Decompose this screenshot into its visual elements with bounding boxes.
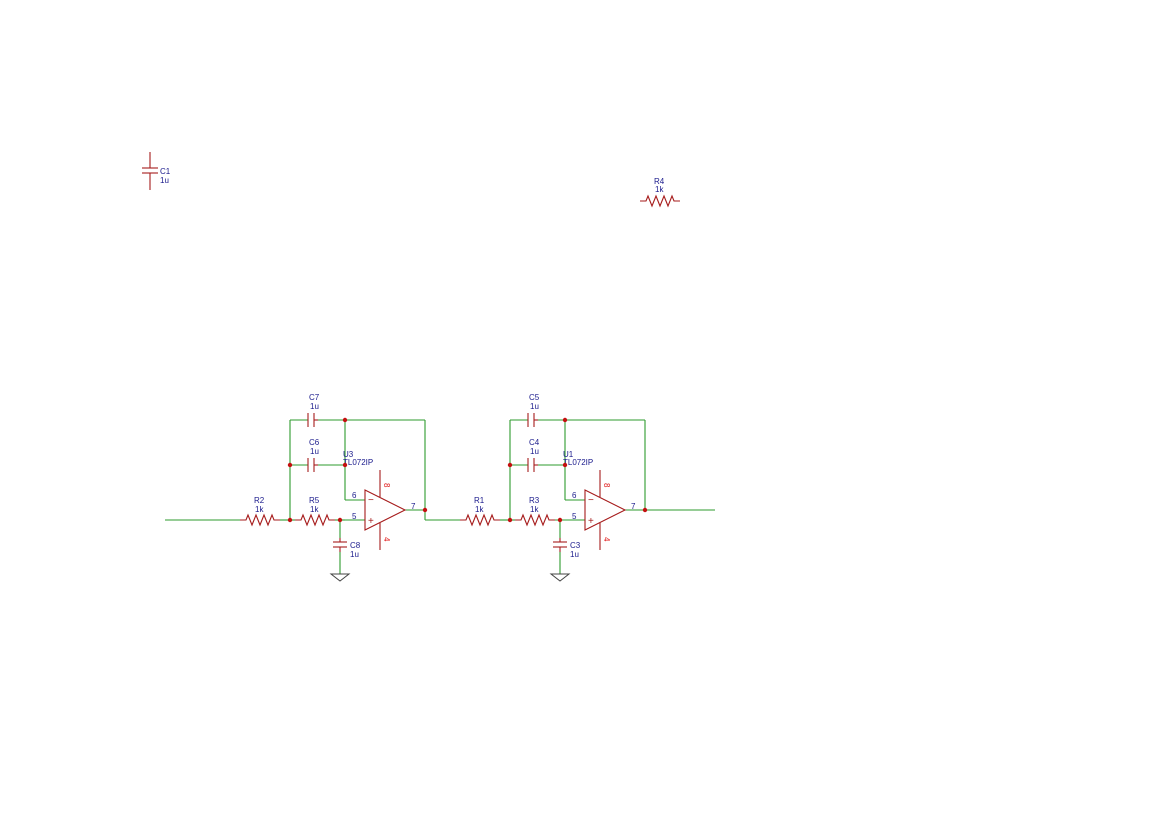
u1-minus-sign: − (588, 495, 594, 506)
u3-pin-noninv: 5 (352, 512, 357, 521)
junction (507, 462, 513, 468)
c7-value: 1u (310, 402, 319, 411)
junction (422, 507, 428, 513)
u1-plus-sign: + (588, 516, 594, 527)
r2-value: 1k (255, 505, 264, 514)
stage1-wires (165, 419, 460, 574)
junction (562, 462, 568, 468)
resistor-r1[interactable]: R1 1k (460, 496, 500, 527)
r5-value: 1k (310, 505, 319, 514)
junction (557, 517, 563, 523)
u3-minus-sign: − (368, 495, 374, 506)
c5-ref: C5 (529, 393, 540, 402)
c4-ref: C4 (529, 438, 540, 447)
resistor-r3[interactable]: R3 1k (515, 496, 555, 527)
c6-value: 1u (310, 447, 319, 456)
u3-value: TL072IP (343, 458, 373, 467)
r4-value: 1k (655, 185, 664, 194)
junction (342, 462, 348, 468)
c1-ref: C1 (160, 167, 171, 176)
r3-ref: R3 (529, 496, 540, 505)
u1-pin-vplus: 8 (602, 483, 611, 488)
r1-ref: R1 (474, 496, 485, 505)
capacitor-c5[interactable]: C5 1u (527, 393, 540, 427)
resistor-r5[interactable]: R5 1k (295, 496, 335, 527)
u1-value: TL072IP (563, 458, 593, 467)
c4-value: 1u (530, 447, 539, 456)
junction (507, 517, 513, 523)
junction (342, 417, 348, 423)
c8-value: 1u (350, 550, 359, 559)
capacitor-c8[interactable]: C8 1u (333, 538, 361, 559)
r4-ref: R4 (654, 177, 665, 186)
c7-ref: C7 (309, 393, 320, 402)
c8-ref: C8 (350, 541, 361, 550)
u3-pin-vminus: 4 (382, 537, 391, 542)
junction (287, 462, 293, 468)
junction-dots (287, 417, 648, 523)
capacitor-c4[interactable]: C4 1u (527, 438, 540, 472)
capacitor-c7[interactable]: C7 1u (307, 393, 320, 427)
u3-pin-inv: 6 (352, 491, 357, 500)
stage2-wires (500, 419, 715, 574)
u3-pin-out: 7 (411, 502, 416, 511)
c1-value: 1u (160, 176, 169, 185)
r1-value: 1k (475, 505, 484, 514)
resistor-r2[interactable]: R2 1k (240, 496, 280, 527)
u3-pin-vplus: 8 (382, 483, 391, 488)
ground-symbol-stage2 (549, 573, 571, 582)
ground-symbol-stage1 (329, 573, 351, 582)
u3-plus-sign: + (368, 516, 374, 527)
junction (287, 517, 293, 523)
c6-ref: C6 (309, 438, 320, 447)
opamp-u3[interactable]: − + 6 5 7 8 4 U3 TL072IP (343, 450, 416, 550)
capacitor-c1[interactable]: C1 1u (142, 152, 171, 190)
r3-value: 1k (530, 505, 539, 514)
u1-pin-vminus: 4 (602, 537, 611, 542)
u1-pin-inv: 6 (572, 491, 577, 500)
c3-value: 1u (570, 550, 579, 559)
u1-pin-noninv: 5 (572, 512, 577, 521)
junction (337, 517, 343, 523)
opamp-u1[interactable]: − + 6 5 7 8 4 U1 TL072IP (563, 450, 636, 550)
u3-ref: U3 (343, 450, 354, 459)
r2-ref: R2 (254, 496, 265, 505)
r5-ref: R5 (309, 496, 320, 505)
u1-ref: U1 (563, 450, 574, 459)
capacitor-c3[interactable]: C3 1u (553, 538, 581, 559)
c5-value: 1u (530, 402, 539, 411)
capacitor-c6[interactable]: C6 1u (307, 438, 320, 472)
u1-pin-out: 7 (631, 502, 636, 511)
resistor-r4[interactable]: R4 1k (640, 177, 680, 208)
junction (642, 507, 648, 513)
c3-ref: C3 (570, 541, 581, 550)
junction (562, 417, 568, 423)
